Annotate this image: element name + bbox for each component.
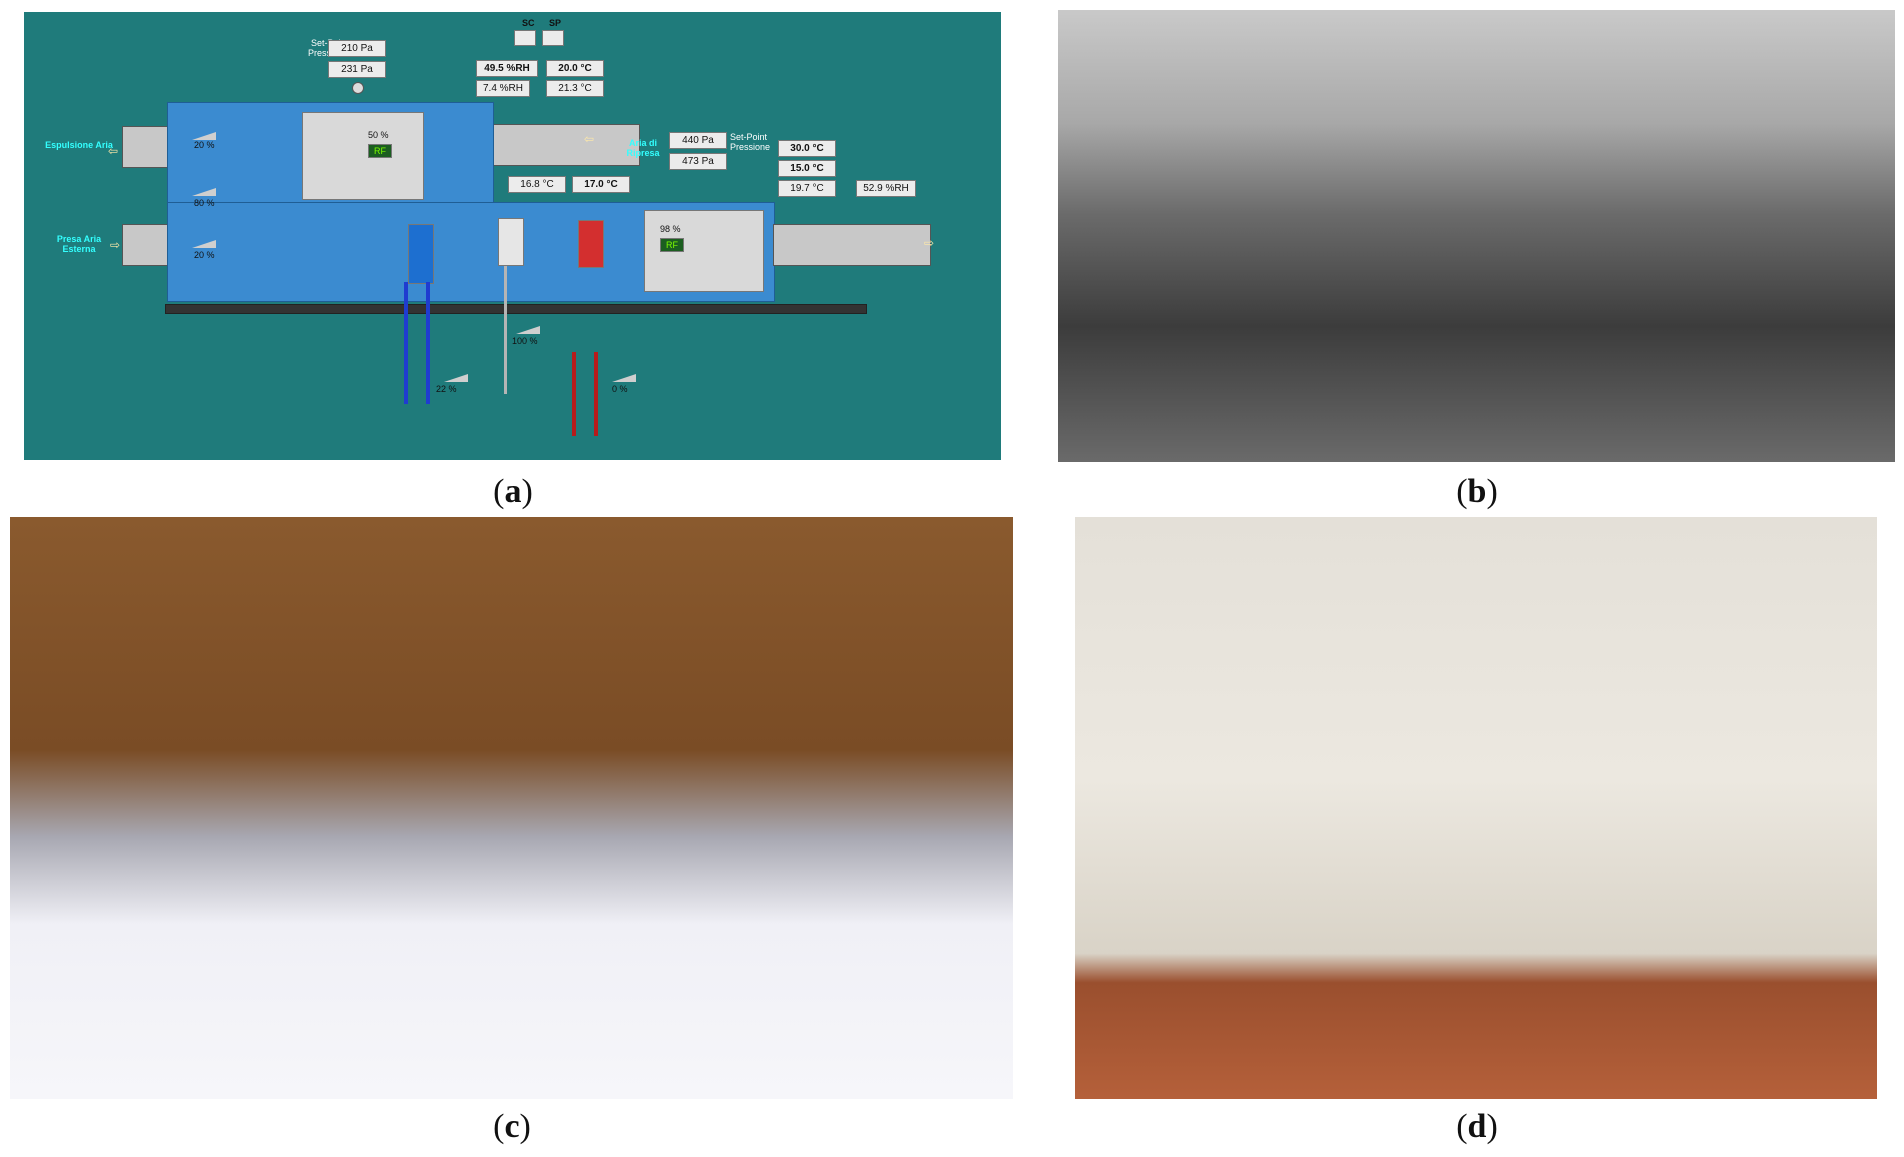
temp-right-3: 19.7 °C xyxy=(778,180,836,197)
damper-exhaust-pct: 20 % xyxy=(194,140,215,150)
return-air-duct xyxy=(482,124,640,166)
humidifier-ramp-icon xyxy=(516,326,540,334)
hot-pipe-supply xyxy=(572,352,576,436)
ahu-base xyxy=(165,304,867,314)
supply-air-duct xyxy=(773,224,931,266)
caption-d: (d) xyxy=(1456,1108,1498,1145)
humidifier-pipe xyxy=(504,266,507,394)
return-fan-pct: 50 % xyxy=(368,130,389,140)
humidifier-pct: 100 % xyxy=(512,336,538,346)
cooling-coil-icon[interactable] xyxy=(408,224,434,284)
left-arrow-icon: ⇦ xyxy=(584,132,595,146)
right-arrow-icon: ⇨ xyxy=(924,236,935,250)
damper-intake-pct: 20 % xyxy=(194,250,215,260)
wooden-ceiling-photo xyxy=(10,517,1013,1099)
damper-intake-ramp-icon xyxy=(192,240,216,248)
pressure-setpoint-right[interactable]: 440 Pa xyxy=(669,132,727,149)
return-fan-status: RF xyxy=(368,144,392,158)
humidity-rh-box: 49.5 %RH xyxy=(476,60,538,77)
temp-sc-box: 20.0 °C xyxy=(546,60,604,77)
heating-coil-icon[interactable] xyxy=(578,220,604,268)
hot-valve-ramp-icon xyxy=(612,374,636,382)
museum-gallery-photo xyxy=(1075,517,1877,1099)
left-arrow-icon: ⇦ xyxy=(108,144,119,158)
damper-exhaust-ramp-icon xyxy=(192,132,216,140)
cold-pipe-supply xyxy=(404,282,408,404)
pressure-gauge-icon xyxy=(352,82,364,94)
right-arrow-icon: ⇨ xyxy=(110,238,121,252)
sc-label: SC xyxy=(522,18,535,28)
sc-chart-icon[interactable] xyxy=(514,30,536,46)
temp-right-2: 15.0 °C xyxy=(778,160,836,177)
setpoint-pressure-label-right: Set-Point Pressione xyxy=(730,132,771,152)
pressure-actual-right: 473 Pa xyxy=(669,153,727,170)
damper-mix-pct: 80 % xyxy=(194,198,215,208)
caption-a: (a) xyxy=(493,473,533,510)
cold-pipe-return xyxy=(426,282,430,404)
rh-right-box: 52.9 %RH xyxy=(856,180,916,197)
pressure-actual-top: 231 Pa xyxy=(328,61,386,78)
humidifier-icon[interactable] xyxy=(498,218,524,266)
supply-fan-pct: 98 % xyxy=(660,224,681,234)
supply-fan-status: RF xyxy=(660,238,684,252)
cold-valve-pct: 22 % xyxy=(436,384,457,394)
scada-ahu-panel: Set-Point Pressione 210 Pa 231 Pa SC SP … xyxy=(24,12,1001,460)
cold-valve-ramp-icon xyxy=(444,374,468,382)
humidity-abs-box: 7.4 %RH xyxy=(476,80,530,97)
temp-right-1: 30.0 °C xyxy=(778,140,836,157)
outdoor-air-label: Presa Aria Esterna xyxy=(56,234,102,254)
air-handling-unit-photo xyxy=(1058,10,1895,462)
sp-label: SP xyxy=(549,18,562,28)
temp-box-1: 16.8 °C xyxy=(508,176,566,193)
caption-c: (c) xyxy=(493,1108,531,1145)
return-air-label: Aria di Ripresa xyxy=(626,138,660,158)
return-fan-icon[interactable] xyxy=(302,112,424,200)
temp-box-2: 17.0 °C xyxy=(572,176,630,193)
pressure-setpoint-top[interactable]: 210 Pa xyxy=(328,40,386,57)
caption-b: (b) xyxy=(1456,473,1498,510)
damper-mix-ramp-icon xyxy=(192,188,216,196)
sp-chart-icon[interactable] xyxy=(542,30,564,46)
temp-sp-box: 21.3 °C xyxy=(546,80,604,97)
hot-pipe-return xyxy=(594,352,598,436)
exhaust-air-label: Espulsione Aria xyxy=(45,140,113,150)
hot-valve-pct: 0 % xyxy=(612,384,628,394)
supply-fan-icon[interactable] xyxy=(644,210,764,292)
